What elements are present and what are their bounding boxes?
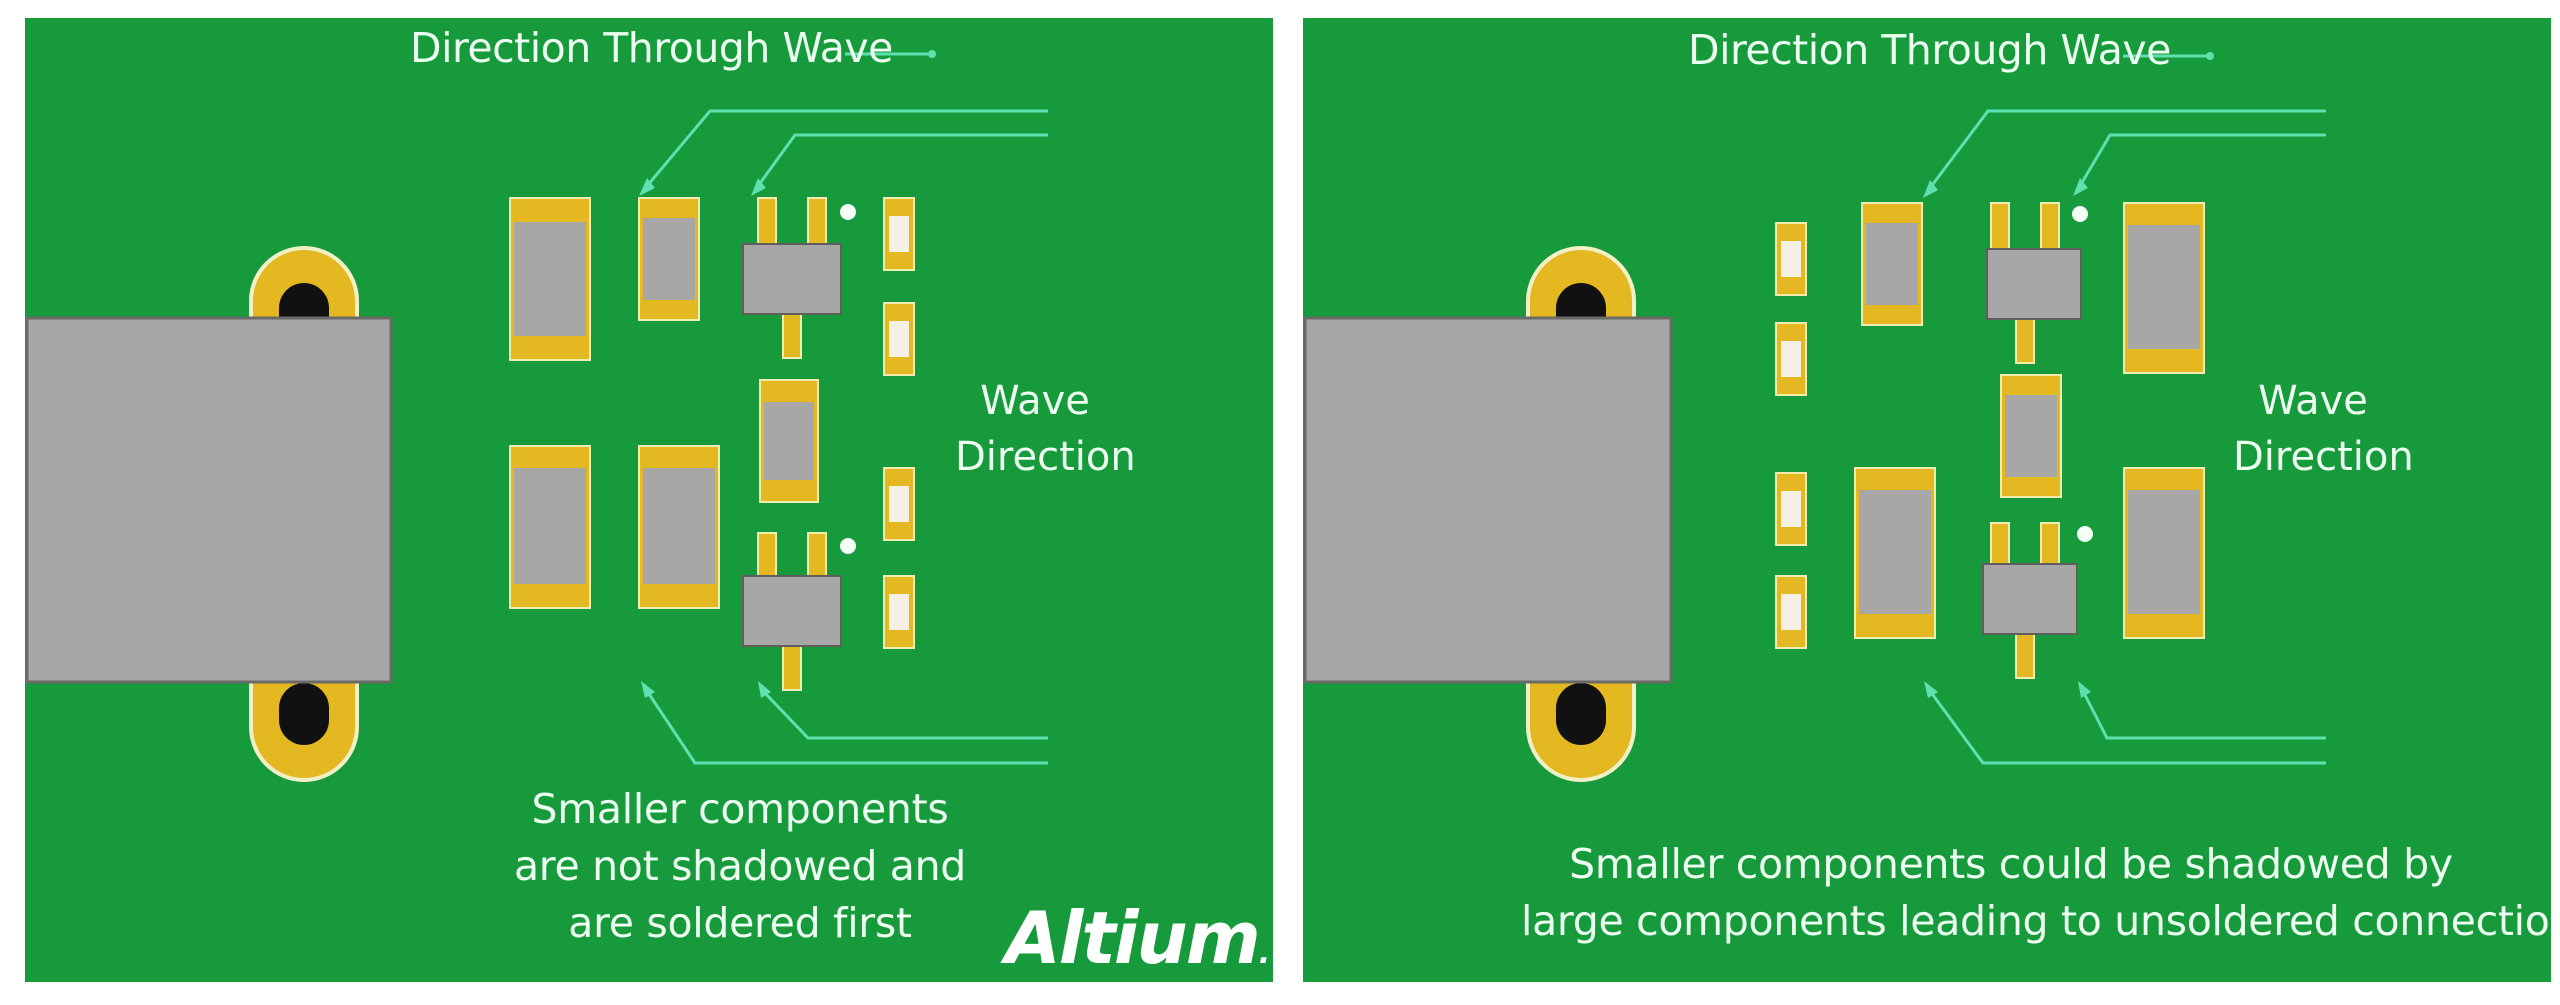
small-passive-component (883, 302, 915, 376)
large-chip-component (1854, 467, 1936, 639)
wave-direction-arrow-icon (1924, 681, 2326, 765)
small-passive-component (1775, 575, 1807, 649)
caption-line: are not shadowed and (513, 842, 967, 890)
connector-body (25, 316, 393, 684)
diagram-title: Direction Through Wave (1688, 26, 2171, 74)
wave-label-line: Wave (2258, 378, 2368, 424)
caption-line: Smaller components (531, 785, 949, 833)
large-chip-component (2123, 202, 2205, 374)
wave-direction-arrow-icon (1923, 109, 2326, 198)
arrow-right-icon (2123, 52, 2214, 60)
wave-direction-label: Wave Direction (2233, 373, 2414, 485)
caption: Smaller components could be shadowed by … (1521, 836, 2551, 950)
sot-transistor-component (742, 532, 856, 691)
wave-label-line: Direction (955, 434, 1136, 480)
large-chip-component (509, 197, 591, 361)
chip-component (1861, 202, 1923, 326)
altium-logo: Altium. (1005, 896, 1270, 980)
caption-line: Smaller components could be shadowed by (1569, 840, 2453, 888)
wave-direction-arrow-icon (639, 109, 1048, 196)
large-chip-component (2123, 467, 2205, 639)
sot-transistor-component (1986, 202, 2088, 364)
caption: Smaller components are not shadowed and … (485, 781, 995, 952)
wave-direction-label: Wave Direction (955, 373, 1136, 485)
right-board-drawing (1303, 52, 2326, 782)
caption-line: large components leading to unsoldered c… (1521, 897, 2551, 945)
large-chip-component (638, 197, 700, 321)
wave-label-line: Wave (980, 378, 1090, 424)
left-pcb-panel: Direction Through Wave Wave Direction Sm… (25, 18, 1273, 982)
caption-line: are soldered first (568, 899, 912, 947)
left-board-drawing (25, 50, 1048, 782)
small-passive-component (1775, 472, 1807, 546)
right-pcb-panel: Direction Through Wave Wave Direction Sm… (1303, 18, 2551, 982)
small-passive-component (883, 575, 915, 649)
diagram-title: Direction Through Wave (410, 24, 893, 72)
sot-transistor-component (742, 197, 856, 359)
small-passive-component (1775, 322, 1807, 396)
wave-label-line: Direction (2233, 434, 2414, 480)
connector-body (1303, 316, 1673, 684)
wave-direction-arrow-icon (641, 681, 1048, 765)
small-passive-component (883, 467, 915, 541)
large-chip-component (638, 445, 720, 609)
arrow-right-icon (845, 50, 936, 58)
chip-component (759, 379, 819, 503)
chip-component (2000, 374, 2062, 498)
sot-transistor-component (1982, 522, 2093, 679)
large-chip-component (509, 445, 591, 609)
small-passive-component (883, 197, 915, 271)
small-passive-component (1775, 222, 1807, 296)
